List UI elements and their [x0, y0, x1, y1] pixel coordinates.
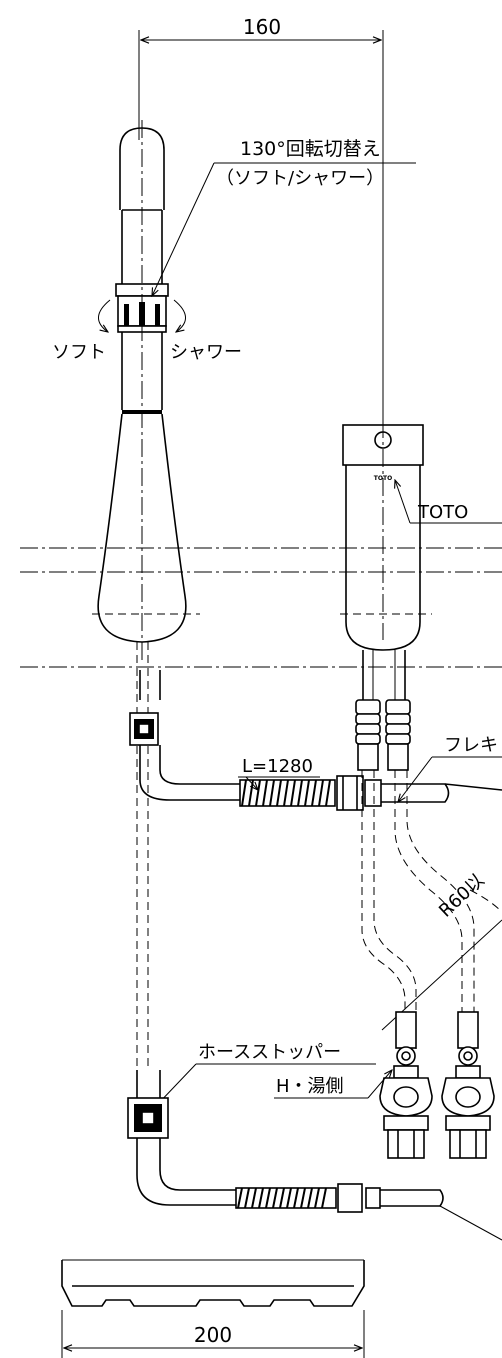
sink-basin	[61, 1259, 365, 1307]
rotation-label: 130°回転切替え	[240, 138, 381, 160]
hose-bend	[139, 745, 240, 801]
dimension-bottom-label: 200	[194, 1323, 232, 1347]
rotation-modes-label: （ソフト/シャワー）	[216, 168, 384, 189]
flexible-pipes	[361, 770, 502, 1050]
radius-callout: R60以	[381, 870, 502, 1031]
hot-side-callout: H・湯側	[274, 1070, 392, 1099]
hose-length-label: L=1280	[242, 756, 313, 777]
brand-label: TOTO	[417, 502, 468, 523]
pull-out-hose	[136, 642, 161, 1070]
dimension-top-label: 160	[243, 15, 281, 39]
countertop	[20, 547, 502, 668]
flexible-label: フレキ	[444, 735, 498, 756]
hose-length-callout: L=1280	[238, 756, 320, 790]
flexible-callout: フレキ	[398, 735, 502, 802]
hot-side-label: H・湯側	[276, 1076, 344, 1097]
valve-stems	[355, 650, 411, 771]
rotation-callout: 130°回転切替え （ソフト/シャワー）	[152, 138, 416, 296]
dimension-bottom: 200	[61, 1310, 365, 1358]
brand-callout: TOTO	[395, 480, 502, 524]
stop-valve-left	[379, 1011, 433, 1159]
stop-valve-right	[441, 1011, 495, 1159]
soft-mode-label: ソフト	[52, 342, 106, 363]
coiled-hose	[239, 775, 502, 811]
lower-hose-run	[127, 1070, 502, 1241]
hose-stopper-label: ホースストッパー	[198, 1042, 341, 1063]
hose-stopper	[129, 712, 159, 746]
shower-mode-label: シャワー	[170, 342, 242, 363]
dimension-top: 160	[138, 15, 384, 420]
